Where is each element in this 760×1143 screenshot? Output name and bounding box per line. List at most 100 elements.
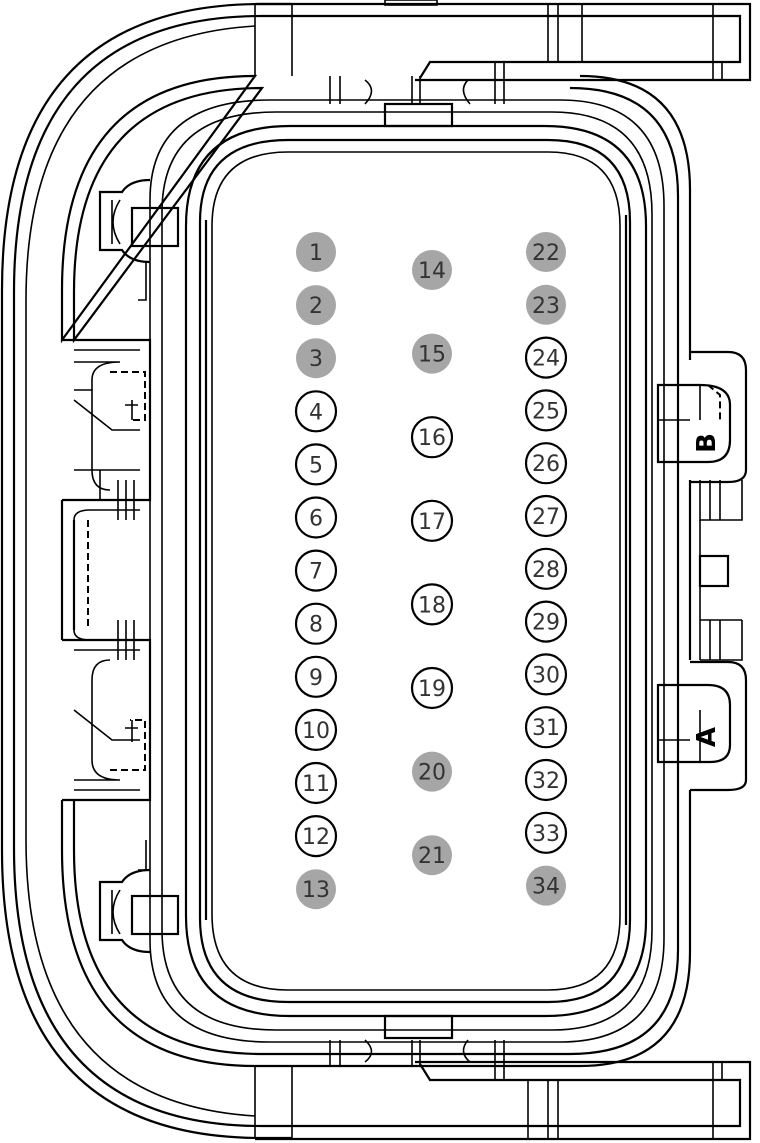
pin-29: 29 (524, 600, 568, 643)
pin-33: 33 (524, 811, 568, 854)
pin-18: 18 (410, 583, 454, 626)
pin-cavity (524, 653, 568, 696)
pin-number: 13 (302, 878, 330, 903)
pin-number: 5 (309, 453, 323, 478)
pin-cavity (526, 284, 566, 325)
pin-30: 30 (524, 653, 568, 696)
pin-21: 21 (412, 835, 452, 876)
pin-number: 26 (532, 452, 560, 477)
pin-16: 16 (410, 416, 454, 459)
pin-cavity (410, 499, 454, 542)
pin-23: 23 (526, 284, 566, 325)
pin-12: 12 (294, 814, 338, 858)
pin-31: 31 (524, 706, 568, 749)
pin-layer: 1234567891011121314151617181920212223242… (294, 232, 568, 910)
pin-cavity (412, 250, 452, 290)
pin-cavity (410, 416, 454, 459)
pin-cavity (524, 336, 568, 379)
pin-34: 34 (526, 865, 566, 906)
pin-number: 16 (418, 426, 446, 451)
pin-26: 26 (524, 442, 568, 485)
pin-22: 22 (526, 232, 566, 272)
pin-field (184, 124, 648, 1018)
pin-number: 30 (532, 663, 560, 688)
pin-20: 20 (412, 751, 452, 792)
pin-number: 21 (418, 844, 446, 869)
pin-number: 25 (532, 399, 560, 424)
pin-number: 15 (418, 343, 446, 368)
pin-number: 7 (309, 560, 323, 585)
pin-number: 20 (418, 761, 446, 786)
pin-cavity (526, 232, 566, 272)
pin-number: 27 (532, 505, 560, 530)
pin-7: 7 (294, 549, 338, 592)
pin-cavity (294, 761, 338, 805)
pin-10: 10 (294, 708, 338, 752)
pin-8: 8 (294, 602, 338, 645)
pin-19: 19 (410, 666, 454, 710)
pin-number: 3 (309, 347, 323, 372)
pin-number: 9 (309, 666, 323, 691)
pin-number: 6 (309, 507, 323, 532)
pin-number: 12 (302, 825, 330, 850)
pin-number: 17 (418, 510, 446, 535)
pin-cavity (294, 496, 338, 539)
pin-number: 24 (532, 347, 560, 372)
pin-cavity (294, 708, 338, 752)
pin-cavity (524, 389, 568, 432)
pin-cavity (410, 583, 454, 626)
pin-number: 1 (309, 241, 323, 266)
pin-number: 10 (302, 719, 330, 744)
pin-6: 6 (294, 496, 338, 539)
pin-cavity (294, 602, 338, 645)
pin-9: 9 (294, 655, 338, 698)
pin-number: 28 (532, 558, 560, 583)
pin-32: 32 (524, 758, 568, 802)
pin-number: 31 (532, 716, 560, 741)
pin-number: 29 (532, 611, 560, 636)
pin-5: 5 (294, 443, 338, 486)
pin-cavity (526, 865, 566, 906)
pin-28: 28 (524, 547, 568, 590)
pin-11: 11 (294, 761, 338, 805)
pin-cavity (412, 333, 452, 374)
pin-cavity (410, 666, 454, 710)
pin-24: 24 (524, 336, 568, 379)
pin-cavity (524, 494, 568, 538)
pin-25: 25 (524, 389, 568, 432)
pin-cavity (524, 758, 568, 802)
pin-17: 17 (410, 499, 454, 542)
pin-cavity (296, 869, 336, 910)
pin-number: 32 (532, 769, 560, 794)
pin-cavity (412, 835, 452, 876)
pin-number: 33 (532, 822, 560, 847)
pin-3: 3 (296, 338, 336, 379)
pin-number: 18 (418, 593, 446, 618)
pin-cavity (524, 547, 568, 590)
pin-cavity (296, 232, 336, 272)
pin-number: 11 (302, 772, 330, 797)
middle-frame (60, 62, 692, 1080)
pin-cavity (294, 814, 338, 858)
pin-cavity (524, 706, 568, 749)
pin-cavity (294, 390, 338, 433)
left-latches (60, 178, 180, 954)
pin-number: 4 (309, 400, 323, 425)
pin-number: 34 (532, 875, 560, 900)
pin-number: 2 (309, 294, 323, 319)
pin-number: 8 (309, 613, 323, 638)
pin-cavity (524, 600, 568, 643)
pin-number: 23 (532, 294, 560, 319)
pin-cavity (524, 811, 568, 854)
pin-cavity (294, 443, 338, 486)
pin-number: 22 (532, 241, 560, 266)
pin-cavity (294, 655, 338, 698)
key-label-b: B (692, 433, 722, 453)
right-keys: B A (656, 350, 748, 792)
pin-cavity (296, 285, 336, 326)
pin-cavity (294, 549, 338, 592)
pin-cavity (412, 751, 452, 792)
pin-13: 13 (296, 869, 336, 910)
